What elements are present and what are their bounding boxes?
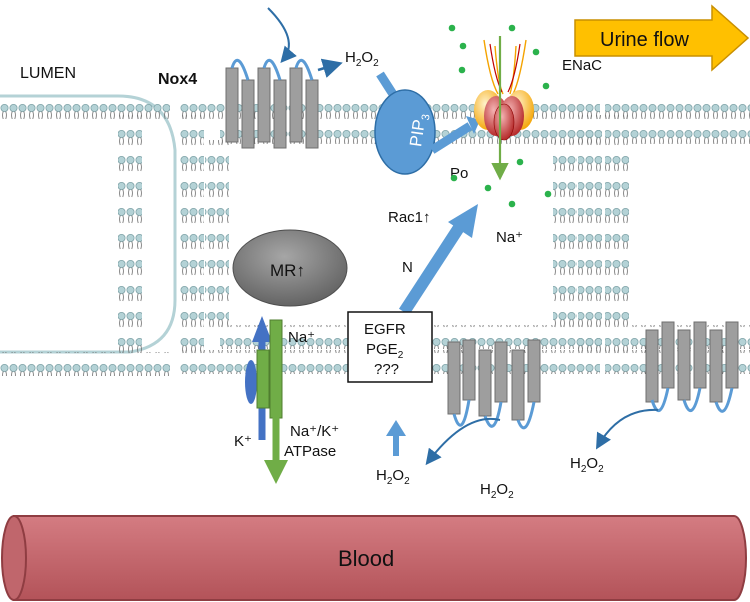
svg-text:MR↑: MR↑ [270,261,305,280]
n-label: N [402,259,413,276]
h2o2-top-label: H2O2 [345,49,379,69]
urine-flow-label: Urine flow [600,29,689,51]
mr-node: MR↑ [232,229,348,307]
pump-name-line1: Na⁺/K⁺ [290,423,339,440]
h2o2-bottom-left-label: H2O2 [376,467,410,487]
enac-channel-icon [474,36,534,181]
pip3-node: PIP3 [374,89,436,175]
na-plus-label: Na⁺ [496,229,523,246]
rac1-label: Rac1↑ [388,209,431,226]
h2o2-bottom-right-label: H2O2 [570,455,604,475]
h2o2-bottom-center-label: H2O2 [480,481,514,501]
blood-vessel: Blood [1,515,747,601]
svg-text:PIP3: PIP3 [406,112,432,148]
svg-text:PGE2: PGE2 [366,341,404,361]
basolateral-nox-right [595,321,739,450]
pump-k-label: K⁺ [234,433,252,450]
basolateral-nox-center [425,339,541,466]
sodium-ion-icon [448,24,552,208]
svg-text:???: ??? [374,361,399,378]
svg-text:EGFR: EGFR [364,321,406,338]
signal-arrow [398,204,478,316]
h2o2-arrow-icon [386,420,406,456]
atpase-pump-icon [245,316,288,484]
urine-flow-arrow: Urine flow [574,4,750,72]
egfr-box: EGFR PGE2 ??? [347,311,433,383]
pump-name-line2: ATPase [284,443,336,460]
pump-na-label: Na⁺ [288,329,315,346]
lumen-label: LUMEN [20,65,76,82]
blood-label: Blood [338,546,394,571]
enac-label: ENaC [562,57,602,74]
nox4-label: Nox4 [158,71,197,88]
nox4-complex: Nox4 [158,7,343,149]
